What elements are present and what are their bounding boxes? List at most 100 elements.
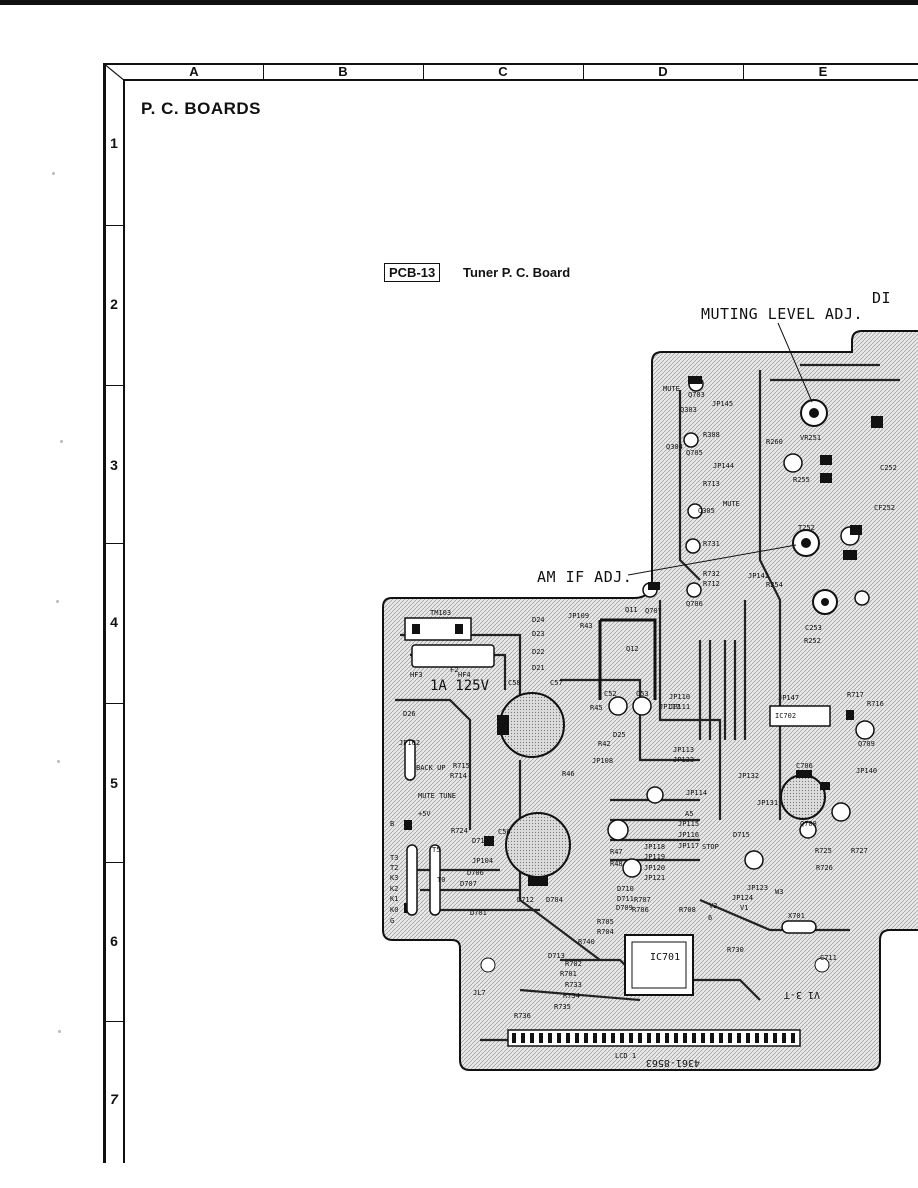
pcb-label-fuse: F2 [450,666,458,674]
pcb-label-r733: R733 [565,981,582,989]
ic701-chip [624,934,694,996]
pcb-label-d712: D712 [517,896,534,904]
pcb-label-q708: Q708 [800,820,817,828]
pcb-label-d715: D715 [733,831,750,839]
pcb-label-d25: D25 [613,731,626,739]
pcb-label-r43: R43 [580,622,593,630]
row-divider [103,543,124,544]
pcb-label-back-up: BACK UP [416,764,446,772]
pcb-label-c711: C711 [820,954,837,962]
pcb-label-r712: R712 [703,580,720,588]
pcb-label-hf: HF3 [410,671,423,679]
pcb-label-r702: R702 [565,960,582,968]
pcb-label-jp111: JP111 [669,703,690,711]
pcb-label-k3: K3 [390,874,398,882]
column-label-e: E [818,64,828,79]
pcb-label-r252: R252 [804,637,821,645]
pcb-label-jp120: JP120 [644,864,665,872]
pcb-label-d22: D22 [532,648,545,656]
pcb-label-mute: MUTE [663,385,680,393]
pcb-label-jp119: JP119 [644,853,665,861]
pcb-label-jp102: JP102 [399,739,420,747]
pcb-label-t2: T2 [390,864,398,872]
pcb-label-q709: Q709 [858,740,875,748]
pcb-label-jp133: JP133 [673,756,694,764]
pcb-label-r727: R727 [851,847,868,855]
pcb-label-k1: K1 [390,895,398,903]
pcb-label-jp110: JP110 [669,693,690,701]
pcb-label-jp112: JP112 [659,703,680,711]
pcb-label-q703: Q703 [688,391,705,399]
pcb-label-part-code-mirrored: 4361-8563 [646,1057,700,1068]
column-label-d: D [658,64,668,79]
pcb-label-q12: Q12 [626,645,639,653]
pcb-label-r726: R726 [816,864,833,872]
pcb-label-jp142: JP142 [748,572,769,580]
pcb-label-c56: C56 [498,828,511,836]
pcb-label-k0: K0 [390,906,398,914]
pcb-label-mute2: MUTE [723,500,740,508]
board-outline [382,330,918,1071]
pcb-label-q11: Q11 [625,606,638,614]
pcb-label-r734: R734 [563,992,580,1000]
page-speck [56,600,59,603]
pcb-label-r735: R735 [554,1003,571,1011]
pcb-label-r254: R254 [766,581,783,589]
grid-frame-header-bottom [123,79,918,81]
pcb-label-r46: R46 [562,770,575,778]
column-divider [583,63,584,80]
pcb-label-plus5v: +5V [418,810,431,818]
pcb-label-r717: R717 [847,691,864,699]
pcb-label-q705: Q705 [686,449,703,457]
row-label-3: 3 [110,457,118,473]
pcb-label-d24: D24 [532,616,545,624]
pcb-label-ic702: IC702 [775,712,796,720]
pcb-label-t252: T252 [798,524,815,532]
pcb-label-jp113: JP113 [673,746,694,754]
callout-muting-level-adj: MUTING LEVEL ADJ. [701,305,864,323]
callout-am-if-adj: AM IF ADJ. [537,568,633,586]
page-speck [57,760,60,763]
pcb-label-d21: D21 [532,664,545,672]
pcb-label-r45: R45 [590,704,603,712]
pcb-label-r308: R308 [703,431,720,439]
pcb-label-jp145: JP145 [712,400,733,408]
pcb-label-lcd: LCD 1 [615,1052,636,1060]
pcb-label-d713: D713 [548,952,565,960]
pcb-label-jp114: JP114 [686,789,707,797]
pcb-label-a5: A5 [685,810,693,818]
pcb-label-d707: D707 [460,880,477,888]
column-label-c: C [498,64,508,79]
solid-pads [404,376,883,913]
pcb-label-jp115: JP115 [678,820,699,828]
pcb-label-r725: R725 [815,847,832,855]
pcb-label-jp147: JP147 [778,694,799,702]
lcd-connector-pins [512,1033,795,1043]
pcb-label-r716: R716 [867,700,884,708]
pcb-label-r260: R260 [766,438,783,446]
pcb-label-d709: D709 [616,904,633,912]
pcb-label-ic701: IC701 [650,952,680,963]
pcb-label-t0: T0 [437,876,445,884]
pcb-label-jp104: JP104 [472,857,493,865]
pcb-label-v2: V2 [709,902,717,910]
pcb-label-r47: R47 [610,848,623,856]
row-label-2: 2 [110,296,118,312]
pcb-label-q706: Q706 [686,600,703,608]
row-divider [103,385,124,386]
pcb-label-d23: D23 [532,630,545,638]
pcb-label-tm103: TM103 [430,609,451,617]
pcb-label-jp131: JP131 [757,799,778,807]
pcb-label-r715: R715 [453,762,470,770]
round-component [780,774,826,820]
pcb-label-jp117: JP117 [678,842,699,850]
pcb-label-r713: R713 [703,480,720,488]
pcb-label-d714: D714 [472,837,489,845]
lcd-edge-connector [507,1029,801,1047]
pcb-label-c706: C706 [796,762,813,770]
pcb-label-q707: Q707 [645,607,662,615]
pcb-label-r730: R730 [727,946,744,954]
pcb-label-mute-tune: MUTE TUNE [418,792,456,800]
pcb-label-d704: D704 [546,896,563,904]
page-heading: P. C. BOARDS [141,99,261,118]
